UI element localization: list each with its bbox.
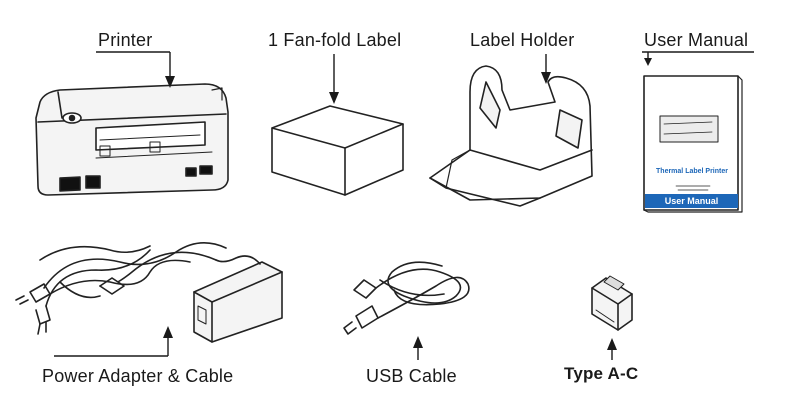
label-fanfold: 1 Fan-fold Label [268, 30, 402, 50]
type-ac-adapter-illustration [591, 275, 633, 331]
usb-cable-illustration [343, 261, 470, 335]
printer-illustration [35, 83, 229, 196]
label-printer: Printer [98, 30, 153, 50]
label-usb-cable: USB Cable [366, 366, 457, 386]
label-holder: Label Holder [470, 30, 575, 50]
label-manual: User Manual [644, 30, 749, 50]
label-power-adapter: Power Adapter & Cable [42, 366, 234, 386]
manual-cover-band-text: User Manual [664, 196, 719, 206]
power-adapter-illustration [15, 242, 283, 343]
pointer-arrows [54, 51, 754, 360]
user-manual-illustration [643, 75, 743, 213]
label-type-ac: Type A-C [564, 364, 639, 383]
manual-cover-title: Thermal Label Printer [656, 168, 728, 175]
manual-cover-band: User Manual [645, 194, 738, 208]
fanfold-label-illustration [271, 105, 404, 196]
label-holder-illustration [429, 65, 593, 207]
